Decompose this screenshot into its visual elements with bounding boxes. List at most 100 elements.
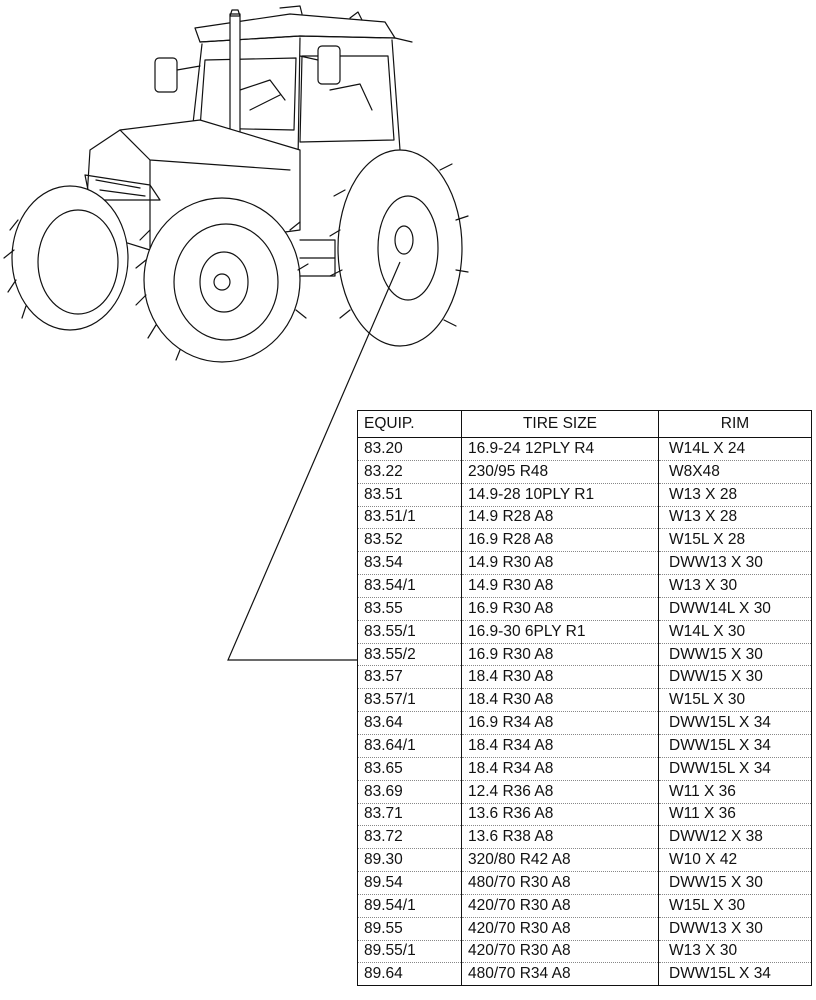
- cell-equip: 83.57/1: [357, 688, 462, 713]
- header-rim: RIM: [658, 410, 812, 438]
- header-tire-size: TIRE SIZE: [461, 410, 659, 438]
- cell-tire-size: 13.6 R36 A8: [461, 803, 659, 827]
- cell-tire-size: 480/70 R34 A8: [461, 962, 659, 986]
- cell-equip: 83.51/1: [357, 506, 462, 530]
- cell-rim: W13 X 28: [658, 483, 812, 507]
- cell-tire-size: 12.4 R36 A8: [461, 780, 659, 804]
- cell-equip: 89.30: [357, 848, 462, 873]
- cell-tire-size: 16.9 R34 A8: [461, 711, 659, 735]
- cell-equip: 83.65: [357, 757, 462, 781]
- cell-equip: 83.51: [357, 483, 462, 507]
- cell-equip: 89.54: [357, 871, 462, 895]
- cell-equip: 83.52: [357, 528, 462, 553]
- cell-equip: 89.64: [364, 965, 403, 983]
- cell-rim: DWW15L X 34: [658, 711, 812, 735]
- cell-rim: W15L X 30: [658, 688, 812, 713]
- cell-tire-size: 14.9 R30 A8: [461, 551, 659, 576]
- cell-tire-size: 16.9-30 6PLY R1: [461, 620, 659, 644]
- header-equip: EQUIP.: [357, 410, 462, 438]
- cell-tire-size: 14.9 R30 A8: [461, 574, 659, 598]
- cell-rim: DWW12 X 38: [658, 825, 812, 850]
- cell-rim: DWW15 X 30: [658, 643, 812, 667]
- cell-tire-size: 14.9 R28 A8: [461, 506, 659, 530]
- cell-equip: 89.55: [357, 917, 462, 941]
- cab-frame: [189, 37, 401, 161]
- cell-tire-size: 18.4 R30 A8: [461, 688, 659, 713]
- cell-rim: W8X48: [658, 460, 812, 484]
- cab-roof: [194, 5, 413, 43]
- cell-equip: 83.20: [357, 437, 462, 461]
- cell-tire-size: 16.9 R28 A8: [461, 528, 659, 553]
- cell-rim: W11 X 36: [658, 803, 812, 827]
- cell-tire-size: 320/80 R42 A8: [461, 848, 659, 873]
- mirror-right: [299, 45, 341, 85]
- cell-equip: 83.55/1: [357, 620, 462, 644]
- cell-equip: 83.72: [357, 825, 462, 850]
- cell-equip: 83.57: [357, 665, 462, 690]
- cell-tire-size: 420/70 R30 A8: [461, 917, 659, 941]
- cell-equip: 83.54: [357, 551, 462, 576]
- cell-tire-size: 16.9 R30 A8: [461, 643, 659, 667]
- cell-tire-size: 16.9 R30 A8: [461, 597, 659, 621]
- mirror-left: [154, 57, 201, 93]
- cell-tire-size: 420/70 R30 A8: [461, 940, 659, 964]
- cell-rim: W15L X 30: [658, 894, 812, 918]
- cell-tire-size: 18.4 R30 A8: [461, 665, 659, 690]
- cell-tire-size: 16.9-24 12PLY R4: [461, 437, 659, 461]
- cell-rim: DWW15L X 34: [658, 962, 812, 986]
- cell-equip: 83.54/1: [357, 574, 462, 598]
- cell-equip: 83.64: [357, 711, 462, 735]
- cell-rim: W13 X 30: [658, 940, 812, 964]
- cell-rim: W14L X 24: [658, 437, 812, 461]
- cell-rim: DWW15 X 30: [658, 871, 812, 895]
- cell-equip: 83.22: [357, 460, 462, 484]
- cell-tire-size: 420/70 R30 A8: [461, 894, 659, 918]
- cell-rim: DWW15 X 30: [658, 665, 812, 690]
- cell-equip: 89.55/1: [357, 940, 462, 964]
- cell-rim: W13 X 30: [658, 574, 812, 598]
- cell-rim: W15L X 28: [658, 528, 812, 553]
- cell-rim: DWW13 X 30: [658, 551, 812, 576]
- cell-equip: 83.64/1: [357, 734, 462, 758]
- cell-rim: W10 X 42: [658, 848, 812, 873]
- rear-wheel: [329, 149, 469, 347]
- front-wheel-left: [3, 185, 129, 331]
- cell-tire-size: 18.4 R34 A8: [461, 734, 659, 758]
- cell-tire-size: 14.9-28 10PLY R1: [461, 483, 659, 507]
- cell-equip: 83.71: [357, 803, 462, 827]
- cell-equip: 89.54/1: [357, 894, 462, 918]
- cell-rim: DWW15L X 34: [658, 734, 812, 758]
- cell-rim: W13 X 28: [658, 506, 812, 530]
- cab-step: [299, 239, 336, 277]
- cell-rim: DWW15L X 34: [658, 757, 812, 781]
- cell-rim: DWW13 X 30: [658, 917, 812, 941]
- cell-equip: 83.55: [357, 597, 462, 621]
- cell-tire-size: 480/70 R30 A8: [461, 871, 659, 895]
- tractor-illustration: [3, 5, 469, 363]
- cell-rim: W11 X 36: [658, 780, 812, 804]
- cell-rim: W14L X 30: [658, 620, 812, 644]
